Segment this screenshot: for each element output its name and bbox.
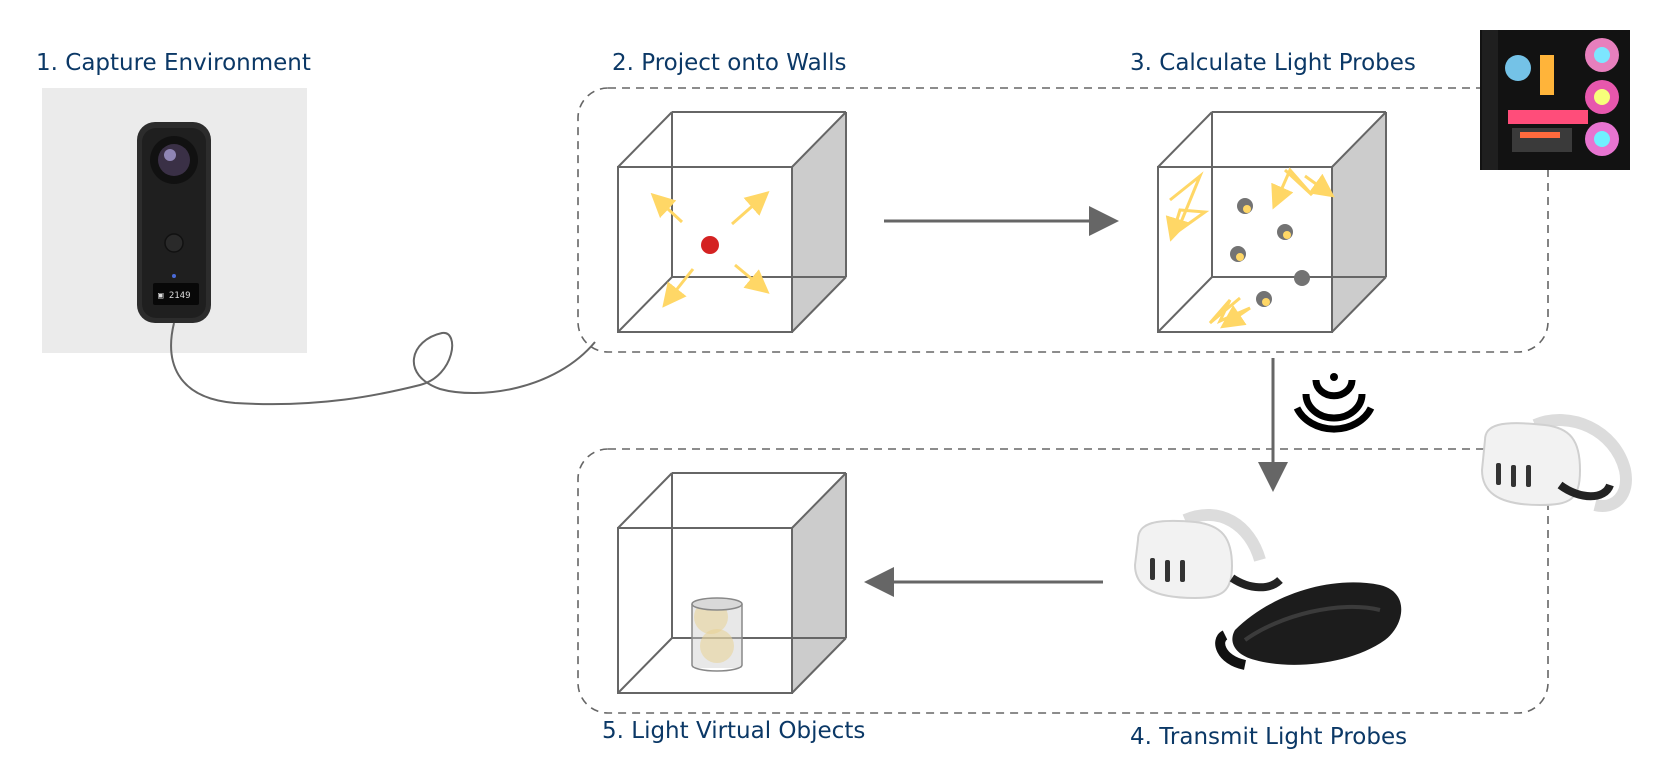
- projection-cube: [617, 111, 847, 333]
- light-source-dot: [701, 236, 719, 254]
- vr-headsets-pair: [1133, 509, 1402, 670]
- gaming-pc-icon: [1480, 30, 1630, 170]
- step-2-label: 2. Project onto Walls: [612, 50, 847, 76]
- scattered-light-rays: [1165, 167, 1335, 329]
- bottom-dashed-group: [577, 448, 1549, 714]
- step-3-label: 3. Calculate Light Probes: [1130, 50, 1416, 76]
- 360-camera-icon: ▣ 2149: [42, 88, 596, 406]
- top-dashed-group: [577, 87, 1549, 353]
- light-rays: [650, 191, 770, 308]
- virtual-object-cube: [617, 472, 847, 694]
- step-4-label: 4. Transmit Light Probes: [1130, 724, 1408, 750]
- vr-headset-icon: [1480, 414, 1632, 512]
- step-1-label: 1. Capture Environment: [36, 50, 311, 76]
- step-5-label: 5. Light Virtual Objects: [602, 718, 866, 744]
- virtual-cylinder: [691, 597, 743, 672]
- wireless-signal-icon: [1293, 373, 1375, 433]
- svg-text:▣ 2149: ▣ 2149: [158, 291, 191, 301]
- light-probes: [1230, 198, 1310, 307]
